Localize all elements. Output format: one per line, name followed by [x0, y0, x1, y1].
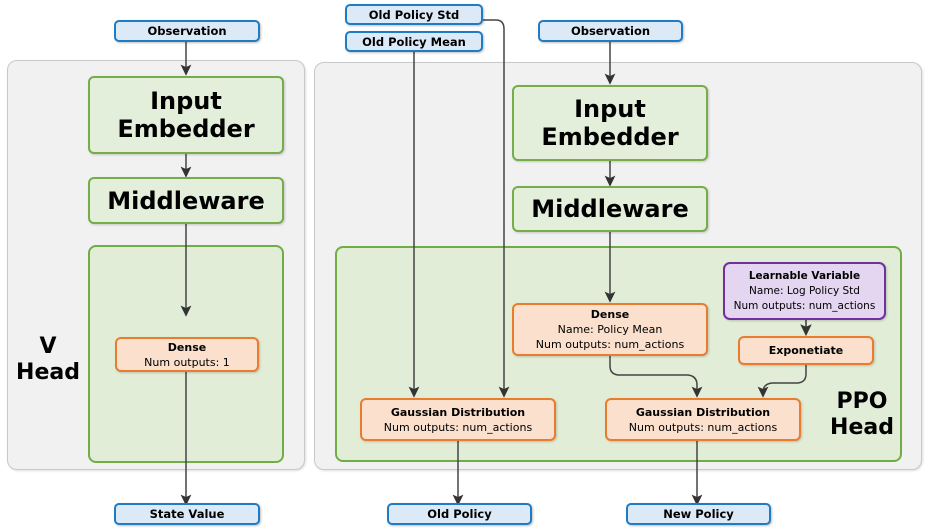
ppo-head-title: PPO Head: [822, 389, 902, 441]
v-head-title-line1: V: [39, 334, 57, 359]
ppo-observation-label: Observation: [570, 24, 651, 38]
ppo-exponetiate[interactable]: Exponetiate: [738, 336, 874, 365]
ppo-dense-name: Name: Policy Mean: [557, 323, 663, 336]
v-head-title: V Head: [15, 334, 81, 386]
ppo-dense-policy-mean[interactable]: Dense Name: Policy Mean Num outputs: num…: [512, 303, 708, 356]
v-head-observation-input[interactable]: Observation: [114, 20, 260, 42]
ppo-old-policy-output[interactable]: Old Policy: [387, 503, 532, 525]
v-head-dense-num-outputs: Num outputs: 1: [144, 355, 230, 369]
ppo-old-policy-std-label: Old Policy Std: [368, 7, 460, 22]
v-head-dense-title: Dense: [167, 340, 207, 354]
ppo-head-title-line2: Head: [830, 415, 894, 440]
ppo-old-policy-output-label: Old Policy: [427, 507, 492, 521]
ppo-new-policy-output[interactable]: New Policy: [626, 503, 771, 525]
v-head-input-embedder[interactable]: Input Embedder: [88, 76, 284, 154]
v-head-middleware-label: Middleware: [107, 186, 265, 215]
v-head-observation-label: Observation: [147, 24, 227, 38]
ppo-learnable-variable-name: Name: Log Policy Std: [749, 284, 860, 297]
ppo-learnable-variable-num-outputs: Num outputs: num_actions: [733, 299, 876, 312]
v-head-state-value-label: State Value: [149, 507, 225, 521]
ppo-dense-title: Dense: [590, 308, 630, 321]
ppo-gaussian-distribution-old[interactable]: Gaussian Distribution Num outputs: num_a…: [360, 398, 556, 441]
v-head-middleware[interactable]: Middleware: [88, 177, 284, 224]
ppo-gaussian-distribution-new[interactable]: Gaussian Distribution Num outputs: num_a…: [605, 398, 801, 441]
ppo-dense-num-outputs: Num outputs: num_actions: [535, 338, 685, 351]
ppo-gaussian-new-num-outputs: Num outputs: num_actions: [628, 420, 778, 434]
ppo-old-policy-mean-input[interactable]: Old Policy Mean: [345, 31, 483, 52]
ppo-new-policy-output-label: New Policy: [663, 507, 734, 521]
ppo-gaussian-new-title: Gaussian Distribution: [635, 405, 771, 419]
v-head-title-line2: Head: [16, 360, 80, 385]
v-head-state-value-output[interactable]: State Value: [114, 503, 260, 525]
v-head-dense[interactable]: Dense Num outputs: 1: [115, 337, 259, 372]
ppo-middleware-label: Middleware: [531, 195, 689, 223]
ppo-input-embedder[interactable]: Input Embedder: [512, 85, 708, 161]
ppo-gaussian-old-num-outputs: Num outputs: num_actions: [383, 420, 533, 434]
ppo-learnable-variable[interactable]: Learnable Variable Name: Log Policy Std …: [723, 262, 886, 320]
ppo-head-title-line1: PPO: [836, 389, 888, 414]
ppo-learnable-variable-title: Learnable Variable: [748, 269, 861, 282]
ppo-input-embedder-label: Input Embedder: [541, 95, 679, 151]
ppo-old-policy-mean-label: Old Policy Mean: [362, 34, 466, 49]
v-head-input-embedder-label: Input Embedder: [117, 87, 255, 143]
ppo-observation-input[interactable]: Observation: [538, 20, 683, 42]
ppo-exponetiate-title: Exponetiate: [768, 344, 844, 357]
ppo-middleware[interactable]: Middleware: [512, 186, 708, 232]
ppo-old-policy-std-input[interactable]: Old Policy Std: [345, 4, 483, 25]
ppo-gaussian-old-title: Gaussian Distribution: [390, 405, 526, 419]
